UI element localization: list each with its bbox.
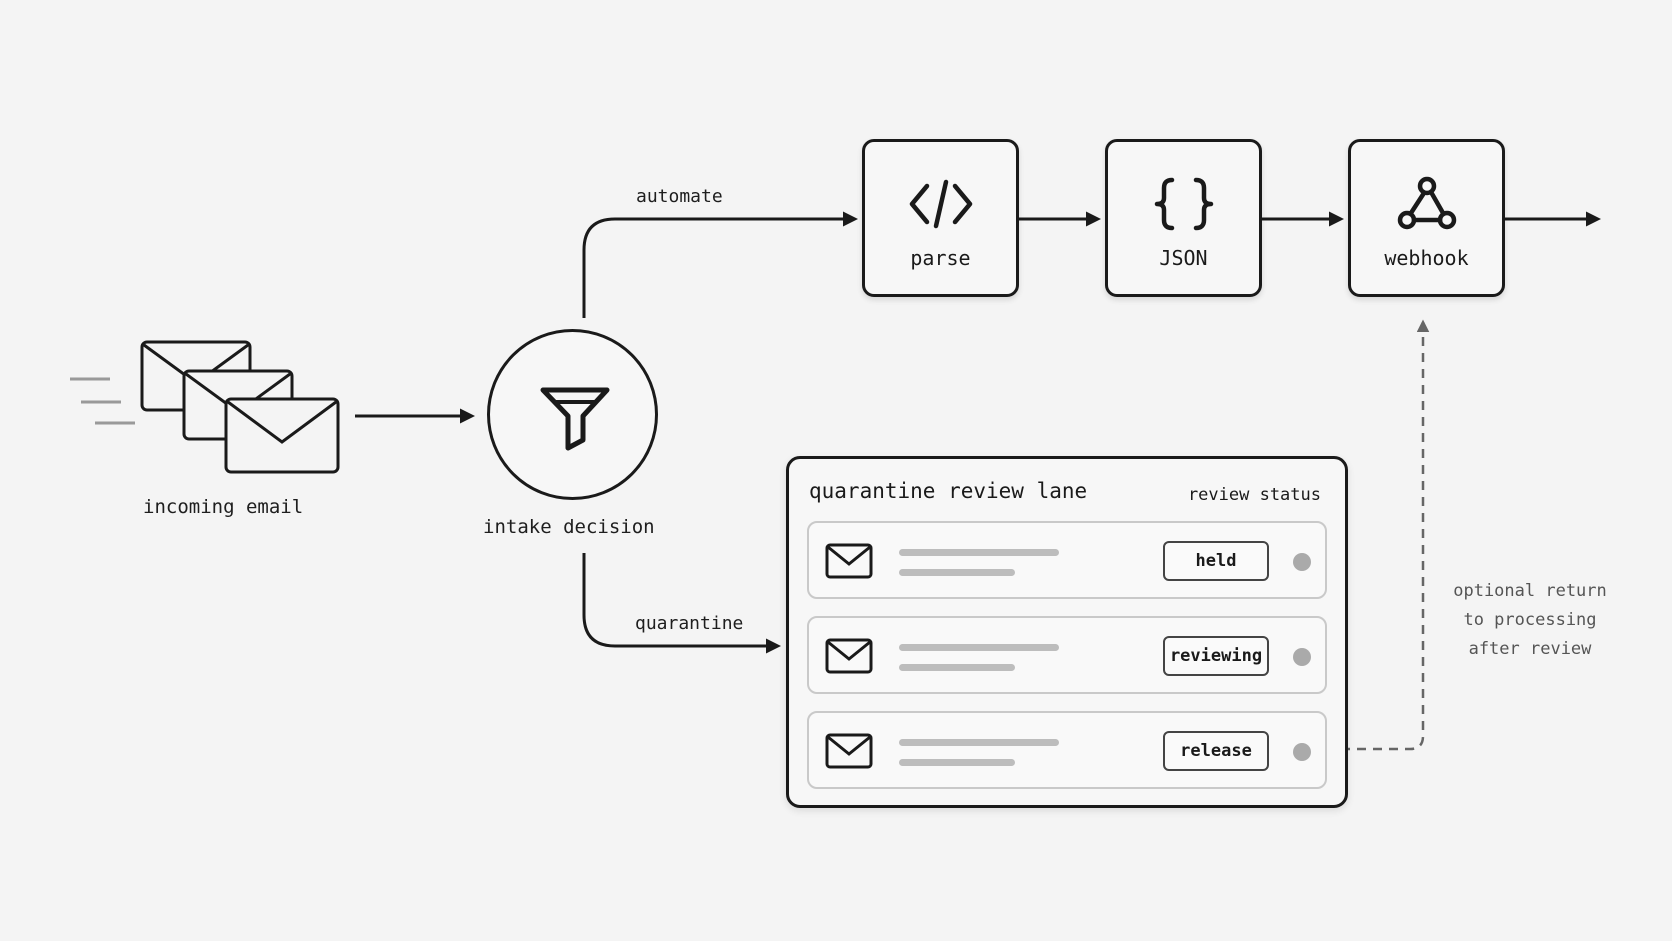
envelope-icon [825, 733, 873, 769]
message-preview-line [899, 759, 1015, 766]
note-line: after review [1468, 639, 1592, 659]
code-icon [909, 179, 973, 229]
message-preview-line [899, 739, 1059, 746]
filter-icon [540, 387, 610, 451]
parse-label: parse [910, 246, 971, 270]
edge-automate [582, 211, 858, 318]
quarantine-row[interactable]: reviewing [807, 616, 1327, 694]
quarantine-review-lane: quarantine review lane review status hel… [786, 456, 1348, 808]
optional-return-note: optional return to processing after revi… [1440, 577, 1620, 664]
status-badge-held[interactable]: held [1163, 541, 1269, 581]
status-dot [1293, 743, 1311, 761]
lane-title: quarantine review lane [809, 479, 1088, 503]
incoming-email-label: incoming email [143, 496, 304, 518]
webhook-icon [1397, 176, 1457, 230]
parse-node[interactable]: parse [862, 139, 1019, 297]
message-preview-line [899, 644, 1059, 651]
status-badge-reviewing[interactable]: reviewing [1163, 636, 1269, 676]
message-preview-line [899, 664, 1015, 671]
json-node[interactable]: JSON [1105, 139, 1262, 297]
envelope-icon [825, 638, 873, 674]
status-dot [1293, 648, 1311, 666]
json-label: JSON [1159, 246, 1208, 270]
edge-quarantine [582, 553, 781, 654]
status-dot [1293, 553, 1311, 571]
status-badge-release[interactable]: release [1163, 731, 1269, 771]
webhook-node[interactable]: webhook [1348, 139, 1505, 297]
braces-icon [1154, 177, 1214, 231]
note-line: optional return [1453, 581, 1607, 601]
quarantine-label: quarantine [635, 613, 744, 634]
note-line: to processing [1463, 610, 1597, 630]
edge-optional-return [1325, 319, 1430, 751]
envelope-icon [825, 543, 873, 579]
message-preview-line [899, 549, 1059, 556]
automate-label: automate [636, 186, 723, 207]
message-preview-line [899, 569, 1015, 576]
intake-decision-node[interactable] [487, 329, 658, 500]
email-stack-icon [70, 340, 340, 474]
intake-decision-label: intake decision [483, 516, 655, 538]
quarantine-row[interactable]: release [807, 711, 1327, 789]
webhook-label: webhook [1384, 246, 1469, 270]
quarantine-row[interactable]: held [807, 521, 1327, 599]
review-status-header: review status [1187, 485, 1321, 505]
